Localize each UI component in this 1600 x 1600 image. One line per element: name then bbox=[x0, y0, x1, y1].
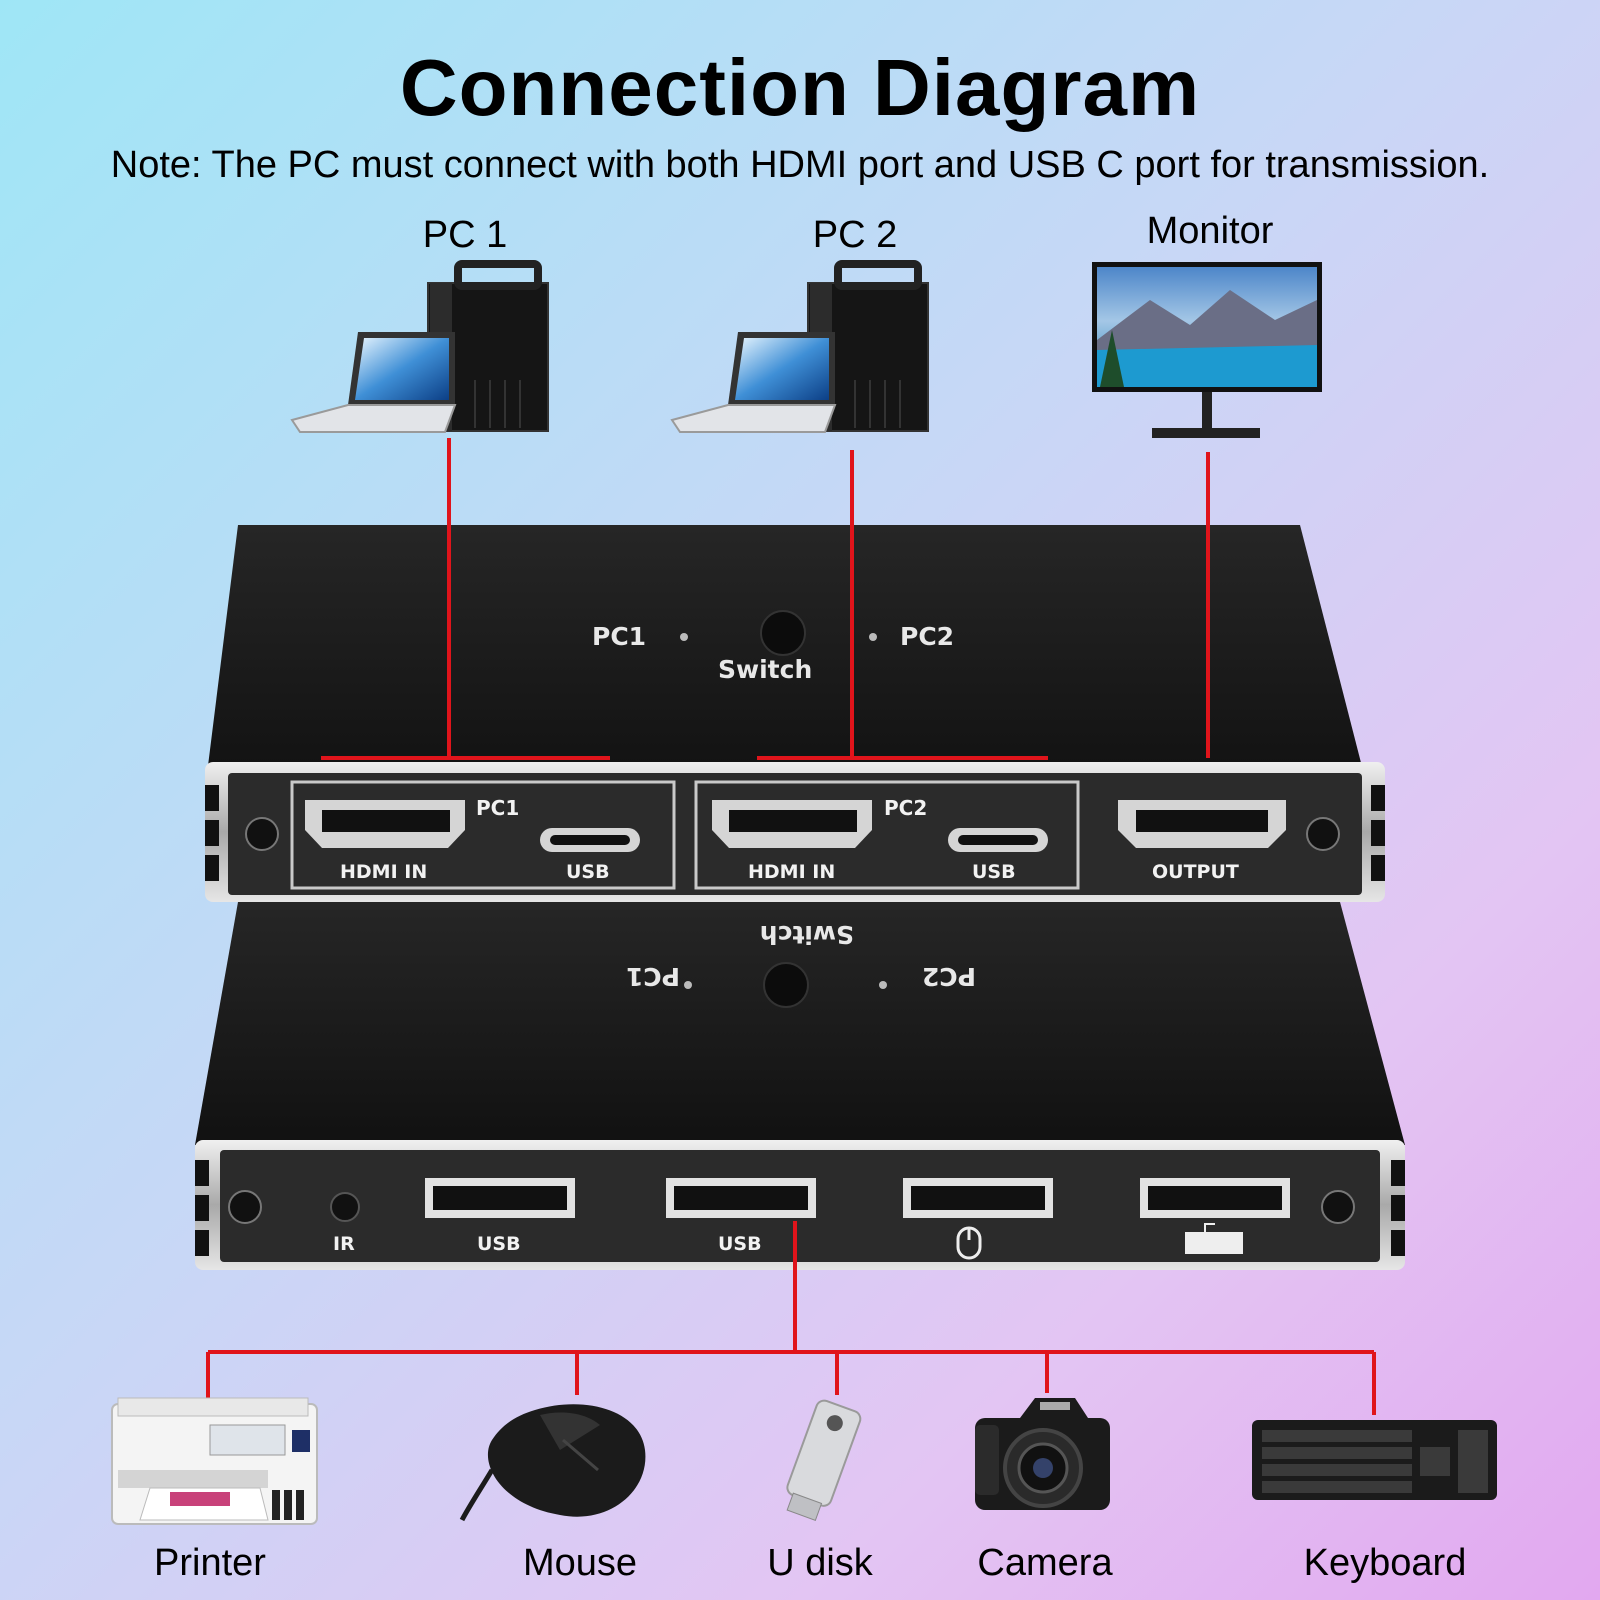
group2-hdmi-label: HDMI IN bbox=[748, 861, 835, 883]
group1-usb-label: USB bbox=[566, 861, 610, 883]
printer-icon bbox=[111, 1397, 318, 1525]
camera-icon bbox=[975, 1398, 1110, 1510]
switch-button-icon bbox=[760, 610, 806, 656]
led-pc1-label-rotated: PC1 bbox=[626, 962, 680, 991]
pc2-computer-icon bbox=[670, 260, 929, 433]
switch-button-label-rotated: Switch bbox=[760, 920, 854, 949]
usb1-label: USB bbox=[477, 1233, 521, 1255]
screw-icon bbox=[1306, 817, 1340, 851]
monitor-icon bbox=[1092, 262, 1322, 438]
group1-tag: PC1 bbox=[476, 796, 519, 820]
pc1-label: PC 1 bbox=[422, 214, 508, 256]
kvm-switch-bottom-view: PC1 PC2 Switch IR USB USB bbox=[195, 902, 1405, 1270]
kvm-switch-top-view: PC1 PC2 Switch PC1 HDMI IN USB bbox=[205, 525, 1385, 902]
ir-jack-icon bbox=[330, 1192, 360, 1222]
transmission-note: Note: The PC must connect with both HDMI… bbox=[110, 144, 1490, 186]
udisk-label: U disk bbox=[767, 1542, 873, 1584]
group2-usb-label: USB bbox=[972, 861, 1016, 883]
page-title: Connection Diagram bbox=[399, 43, 1201, 132]
udisk-icon bbox=[786, 1399, 862, 1521]
usb2-label: USB bbox=[718, 1233, 762, 1255]
switch-button-icon bbox=[763, 962, 809, 1008]
keyboard-icon bbox=[1252, 1420, 1497, 1500]
group1-hdmi-label: HDMI IN bbox=[340, 861, 427, 883]
output-label: OUTPUT bbox=[1152, 861, 1239, 883]
keyboard-label: Keyboard bbox=[1303, 1542, 1467, 1584]
printer-label: Printer bbox=[154, 1542, 266, 1584]
monitor-label: Monitor bbox=[1146, 210, 1274, 252]
led-pc1-label: PC1 bbox=[592, 622, 646, 651]
pc2-label: PC 2 bbox=[812, 214, 898, 256]
switch-button-label: Switch bbox=[718, 655, 812, 684]
mouse-icon bbox=[459, 1404, 646, 1522]
ir-label: IR bbox=[333, 1233, 355, 1255]
group2-tag: PC2 bbox=[884, 796, 927, 820]
mouse-label: Mouse bbox=[522, 1542, 638, 1584]
led-pc2-label: PC2 bbox=[900, 622, 954, 651]
screw-icon bbox=[245, 817, 279, 851]
camera-label: Camera bbox=[977, 1542, 1113, 1584]
screw-icon bbox=[228, 1190, 262, 1224]
led-pc2-label-rotated: PC2 bbox=[922, 962, 976, 991]
pc1-computer-icon bbox=[290, 260, 549, 433]
mouse-port-icon bbox=[956, 1226, 982, 1260]
keyboard-port-icon bbox=[1185, 1223, 1243, 1254]
screw-icon bbox=[1321, 1190, 1355, 1224]
connection-wires bbox=[206, 438, 1376, 1415]
